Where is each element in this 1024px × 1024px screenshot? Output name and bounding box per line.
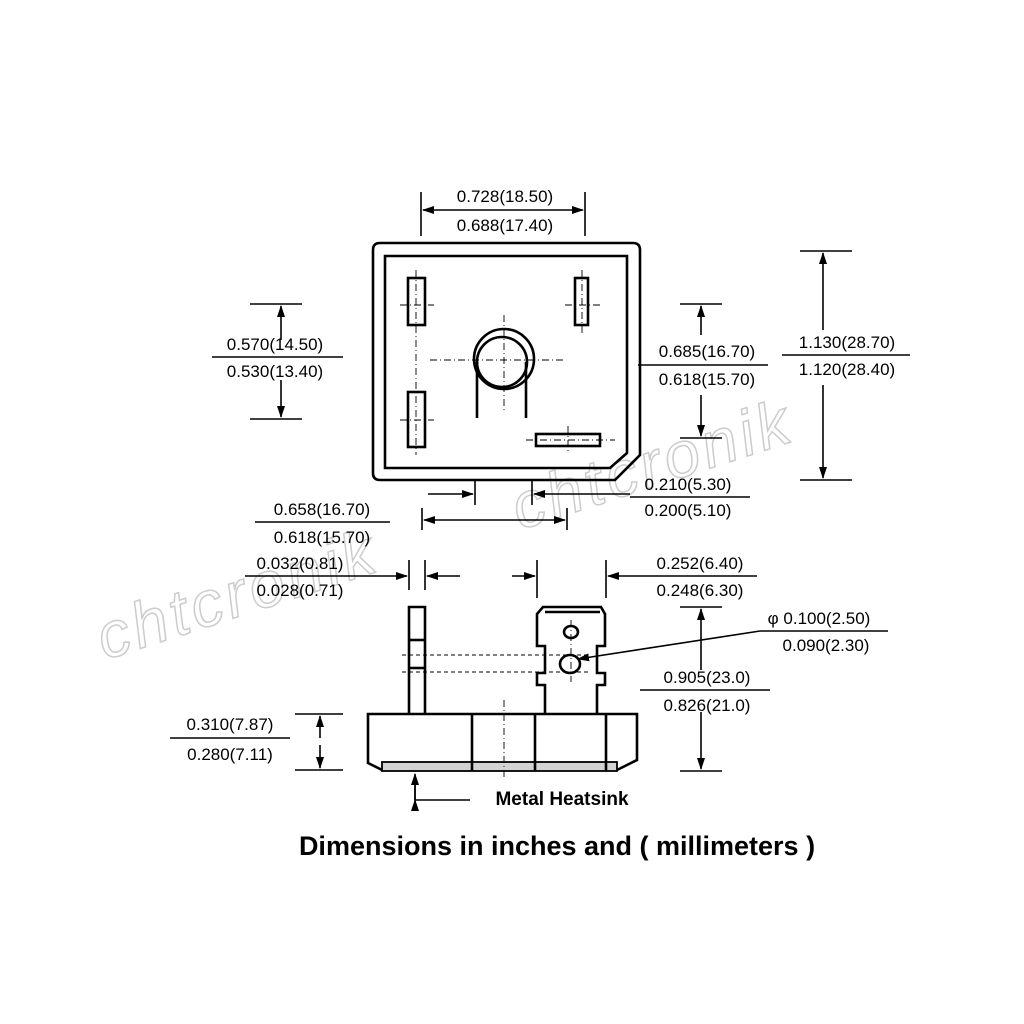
top-width-max: 0.728(18.50) (457, 187, 553, 206)
body-height-min: 1.120(28.40) (799, 360, 895, 379)
body-height-max: 1.130(28.70) (799, 333, 895, 352)
tab-width-max: 0.252(6.40) (657, 554, 744, 573)
dimension-labels: 0.728(18.50) 0.688(17.40) 0.570(14.50) 0… (187, 187, 896, 764)
tab-hole (558, 653, 582, 675)
lead-spacing-min: 0.200(5.10) (645, 501, 732, 520)
top-view (371, 241, 642, 482)
hole-diameter-min: 0.090(2.30) (783, 636, 870, 655)
dimension-lines (170, 192, 910, 772)
hole-diameter-max: φ 0.100(2.50) (768, 609, 871, 628)
pin-pad (406, 276, 427, 327)
overall-height-min: 0.826(21.0) (664, 696, 751, 715)
tab-width-min: 0.248(6.30) (657, 581, 744, 600)
side-view (366, 605, 639, 803)
pin-pad (573, 276, 590, 327)
pin-span-max: 0.658(16.70) (274, 500, 370, 519)
lead-spacing-max: 0.210(5.30) (645, 475, 732, 494)
heatsink-label: Metal Heatsink (495, 789, 628, 810)
body-thickness-max: 0.310(7.87) (187, 715, 274, 734)
lead-thickness-max: 0.032(0.81) (257, 554, 344, 573)
pin-pad (406, 390, 427, 449)
lead-thickness-min: 0.028(0.71) (257, 581, 344, 600)
top-width-min: 0.688(17.40) (457, 216, 553, 235)
pin-spacing-right-max: 0.685(16.70) (659, 342, 755, 361)
pin-spacing-left-min: 0.530(13.40) (227, 362, 323, 381)
pin-spacing-left-max: 0.570(14.50) (227, 335, 323, 354)
pin-span-min: 0.618(15.70) (274, 528, 370, 547)
metal-heatsink (381, 761, 618, 772)
body-thickness-min: 0.280(7.11) (187, 745, 273, 764)
overall-height-max: 0.905(23.0) (664, 668, 751, 687)
caption: Dimensions in inches and ( millimeters ) (299, 831, 815, 861)
pin-spacing-right-min: 0.618(15.70) (659, 370, 755, 389)
